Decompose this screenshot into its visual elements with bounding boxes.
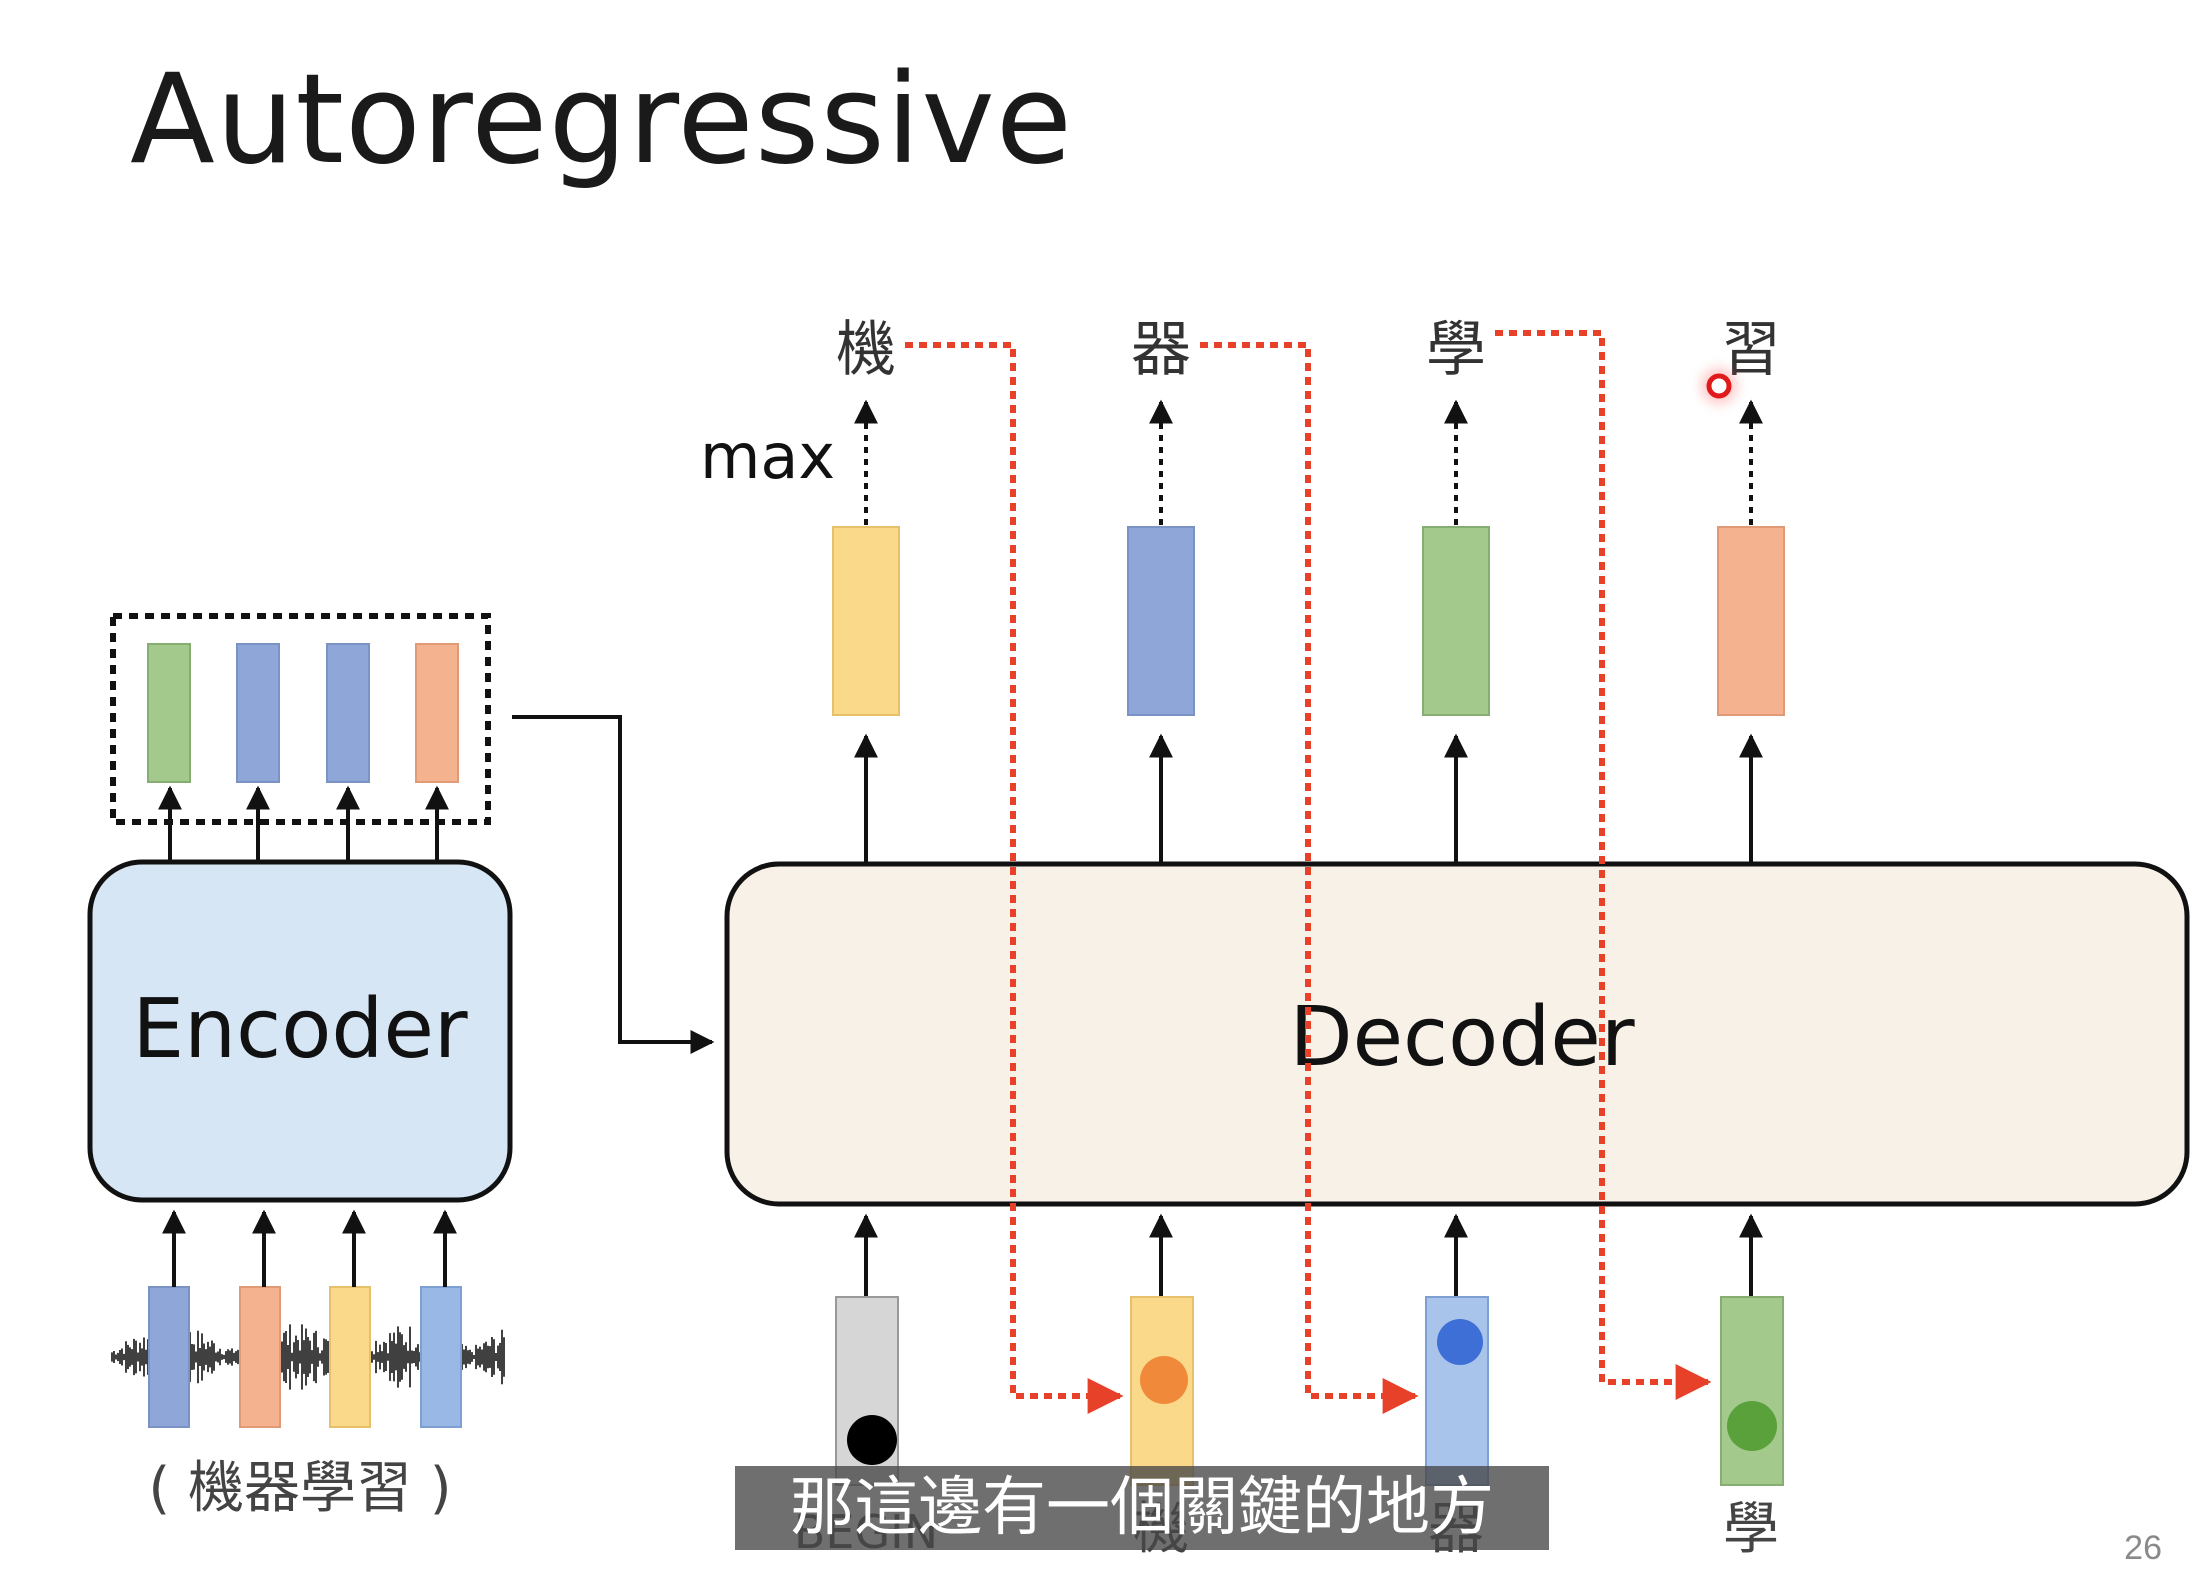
encoder-input-caption: ( 機器學習 ) bbox=[148, 1456, 451, 1521]
decoder-group: Decoder max bbox=[700, 315, 2190, 1562]
decoder-output-vector bbox=[1422, 526, 1490, 716]
feedback-arrows bbox=[905, 330, 1712, 1414]
decoder-output-arrows bbox=[854, 733, 1763, 864]
encoder-label: Encoder bbox=[132, 982, 468, 1077]
slide-title: Autoregressive bbox=[130, 48, 1074, 192]
decoder-output-vector bbox=[832, 526, 900, 716]
feedback-arrow bbox=[1495, 330, 1712, 1400]
decoder-output-vectors bbox=[832, 526, 1785, 716]
encoder-output-vector bbox=[415, 643, 459, 783]
max-arrows bbox=[854, 399, 1763, 525]
output-token: 學 bbox=[1426, 315, 1486, 385]
encoder-input-vectors bbox=[148, 1286, 462, 1428]
decoder-label: Decoder bbox=[1289, 990, 1634, 1085]
input-token: 學 bbox=[1723, 1497, 1779, 1562]
max-label: max bbox=[700, 420, 835, 493]
encoder-group: Encoder ( 機器學習 ) bbox=[87, 613, 513, 1521]
encoder-input-vector bbox=[239, 1286, 281, 1428]
cursor-marker bbox=[1701, 368, 1737, 404]
decoder-output-vector bbox=[1127, 526, 1195, 716]
decoder-output-tokens: 機 器 學 習 bbox=[836, 315, 1781, 385]
decoder-input-vector bbox=[1720, 1296, 1784, 1486]
encoder-output-vector bbox=[236, 643, 280, 783]
output-token: 機 bbox=[836, 315, 896, 385]
input-dot bbox=[1140, 1356, 1188, 1404]
input-dot bbox=[847, 1415, 897, 1465]
feedback-arrow bbox=[905, 342, 1124, 1414]
encoder-to-decoder-arrow bbox=[512, 715, 715, 1054]
encoder-output-vector bbox=[147, 643, 191, 783]
encoder-output-dashed-box bbox=[110, 613, 491, 825]
encoder-input-arrows bbox=[162, 1209, 457, 1287]
feedback-arrow bbox=[1200, 342, 1419, 1414]
encoder-output-vectors bbox=[147, 643, 459, 783]
decoder-input-dots bbox=[847, 1319, 1777, 1465]
encoder-input-vector bbox=[329, 1286, 371, 1428]
input-dot bbox=[1437, 1319, 1483, 1365]
page-number: 26 bbox=[2124, 1529, 2162, 1567]
encoder-input-vector bbox=[148, 1286, 190, 1428]
decoder-output-vector bbox=[1717, 526, 1785, 716]
encoder-input-vector bbox=[420, 1286, 462, 1428]
input-dot bbox=[1727, 1401, 1777, 1451]
encoder-box bbox=[87, 859, 513, 1203]
encoder-output-vector bbox=[326, 643, 370, 783]
output-token: 器 bbox=[1131, 315, 1191, 385]
video-subtitle: 那這邊有一個關鍵的地方 bbox=[735, 1466, 1549, 1550]
decoder-input-arrows bbox=[854, 1213, 1763, 1297]
